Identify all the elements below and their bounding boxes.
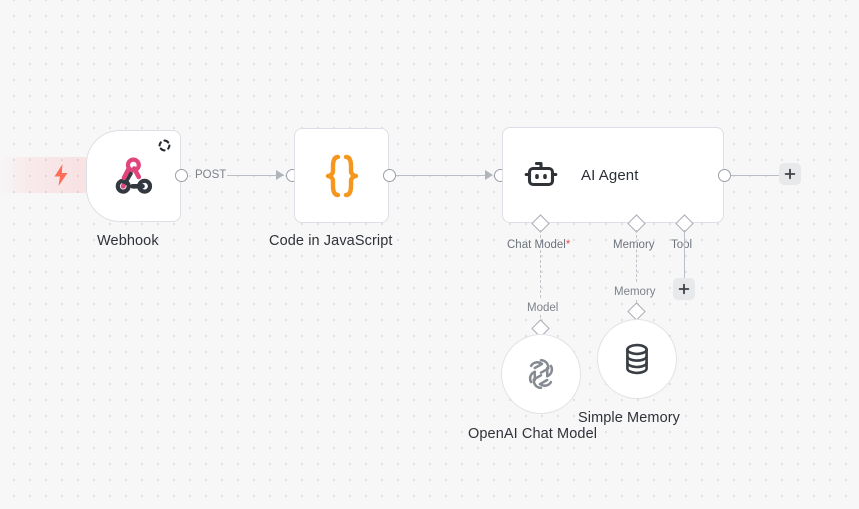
connection-agent-to-tool[interactable]: [683, 230, 686, 282]
robot-icon: [520, 154, 562, 196]
node-caption-code: Code in JavaScript: [269, 233, 393, 249]
connection-label-post: POST: [192, 169, 230, 181]
connection-code-to-agent[interactable]: [396, 174, 486, 177]
sub-connector-label-chat-model-text: Chat Model: [507, 239, 566, 251]
arrow-head-webhook-to-code: [276, 170, 284, 180]
arrow-head-code-to-agent: [485, 170, 493, 180]
connector-diamond-simple-memory-top[interactable]: [627, 302, 646, 321]
node-webhook[interactable]: [86, 130, 181, 222]
connection-label-memory: Memory: [611, 286, 659, 298]
sub-connector-label-tool: Tool: [671, 239, 693, 251]
node-caption-openai-chat-model: OpenAI Chat Model: [468, 426, 598, 442]
node-openai-chat-model[interactable]: [501, 334, 581, 414]
loading-spinner-icon: [158, 139, 171, 152]
node-simple-memory[interactable]: [597, 319, 677, 399]
connection-agent-to-chat-model-upper[interactable]: [540, 230, 542, 298]
node-code-in-javascript[interactable]: [294, 128, 389, 223]
endpoint-webhook-output[interactable]: [175, 169, 188, 182]
required-asterisk: *: [565, 239, 571, 251]
sub-connector-label-chat-model: Chat Model*: [507, 239, 570, 251]
curly-braces-icon: [319, 151, 365, 201]
lightning-bolt-icon: [53, 164, 69, 186]
connection-agent-to-memory-upper[interactable]: [636, 230, 638, 282]
webhook-icon: [110, 152, 158, 200]
node-ai-agent[interactable]: AI Agent: [502, 127, 724, 223]
add-node-button[interactable]: [779, 163, 801, 185]
connection-agent-to-add[interactable]: [731, 174, 779, 177]
connection-webhook-to-code[interactable]: [227, 174, 284, 177]
node-caption-simple-memory: Simple Memory: [578, 410, 681, 426]
add-tool-button[interactable]: [673, 278, 695, 300]
database-icon: [619, 340, 655, 378]
connection-label-model: Model: [524, 302, 562, 314]
trigger-glow-band: [0, 157, 88, 193]
sub-connector-label-memory: Memory: [613, 239, 655, 251]
openai-logo-icon: [521, 354, 561, 394]
node-title-ai-agent: AI Agent: [581, 166, 639, 184]
node-caption-webhook: Webhook: [97, 233, 159, 249]
endpoint-agent-output[interactable]: [718, 169, 731, 182]
endpoint-code-output[interactable]: [383, 169, 396, 182]
